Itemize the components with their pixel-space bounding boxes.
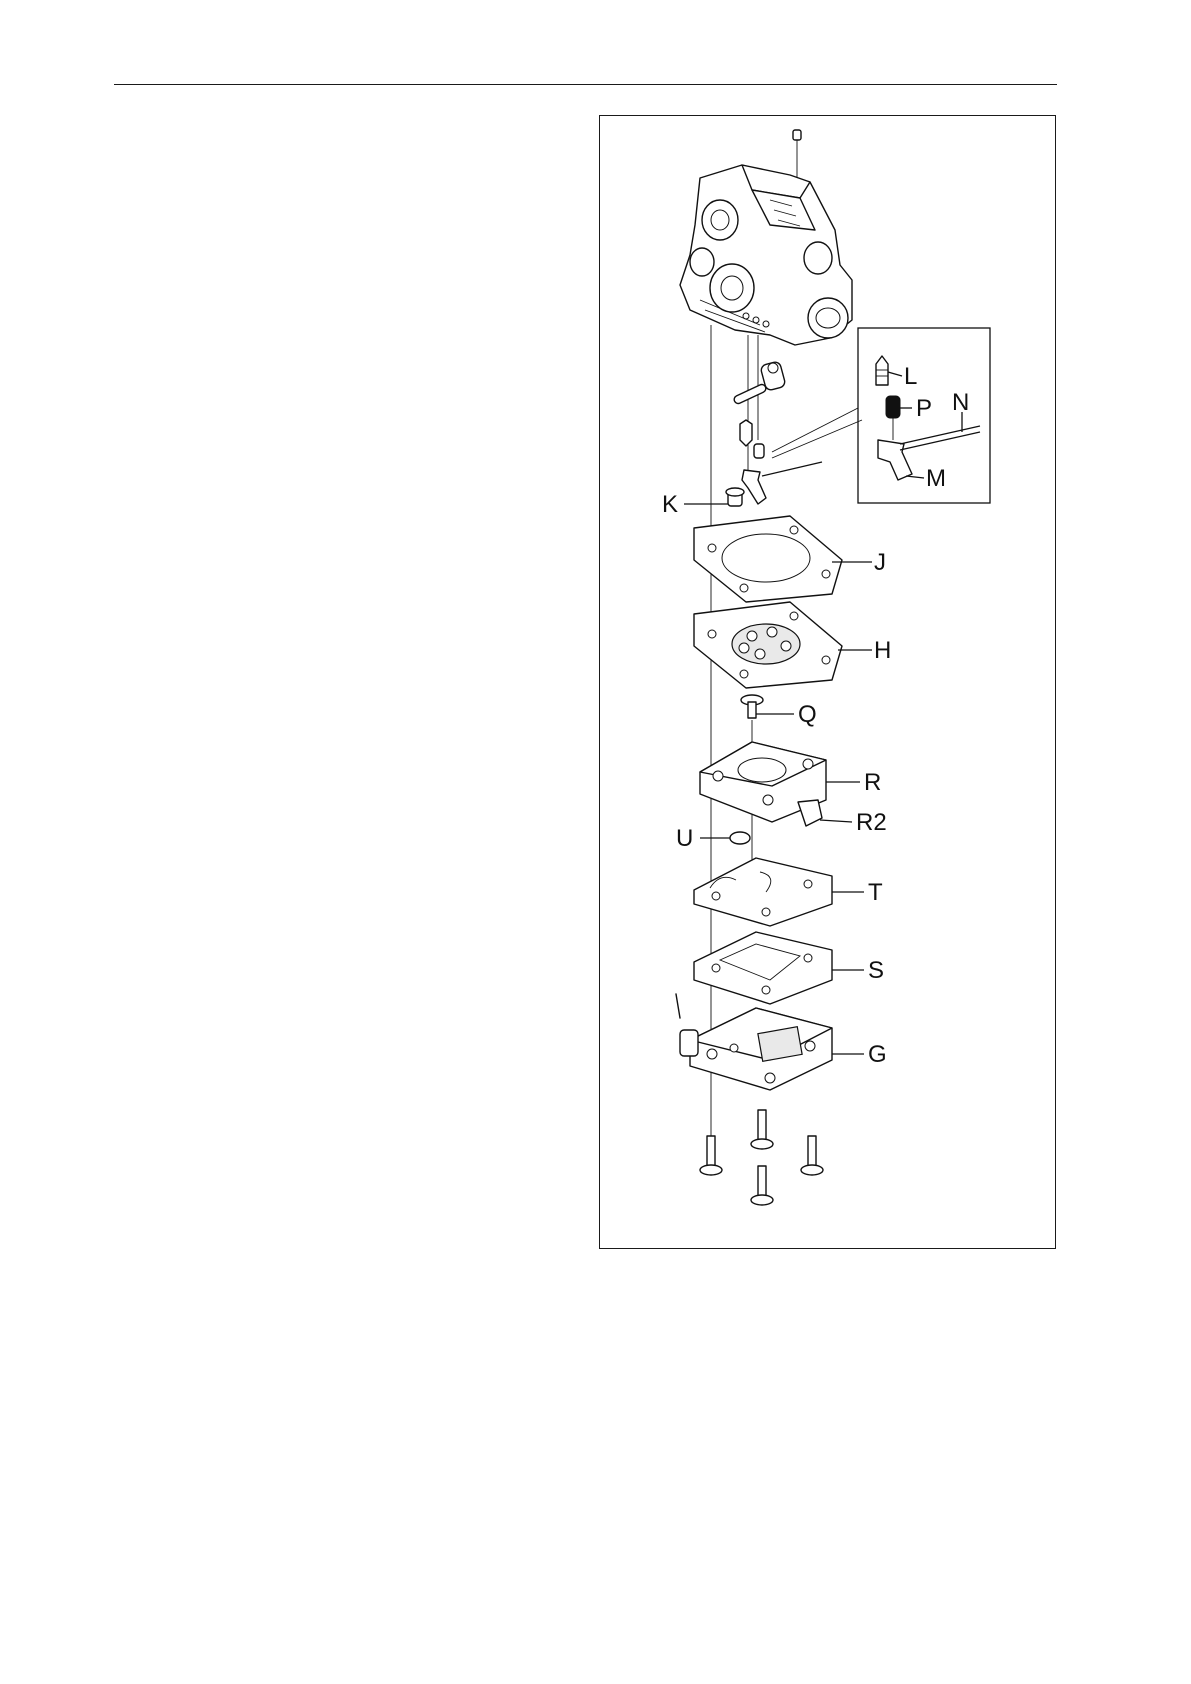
bottom-screw-4 bbox=[751, 1166, 773, 1205]
callout-Q: Q bbox=[798, 701, 817, 728]
diaphragm-H bbox=[694, 602, 842, 688]
inset-needle-L bbox=[876, 356, 888, 385]
needle-lever-pin bbox=[733, 383, 767, 405]
lever-spring bbox=[754, 444, 764, 458]
leader-L bbox=[888, 372, 902, 376]
needle-lever bbox=[742, 462, 822, 504]
callout-K: K bbox=[662, 491, 678, 518]
inset-pointer-line bbox=[772, 408, 858, 452]
callout-M: M bbox=[926, 465, 946, 492]
inset-lever-M bbox=[878, 440, 912, 480]
inset-spring-P bbox=[886, 396, 900, 418]
callout-P: P bbox=[916, 395, 932, 422]
callout-N: N bbox=[952, 389, 969, 416]
callout-H: H bbox=[874, 637, 891, 664]
seal-U bbox=[730, 832, 750, 844]
callout-S: S bbox=[868, 957, 884, 984]
bottom-screw-1 bbox=[700, 1136, 722, 1175]
carburetor-body bbox=[680, 165, 852, 345]
leader-M bbox=[906, 476, 924, 478]
bottom-screw-3 bbox=[801, 1136, 823, 1175]
gasket-J bbox=[694, 516, 842, 602]
gasket-T bbox=[694, 858, 832, 926]
screw-K bbox=[726, 488, 744, 506]
gasket-S bbox=[694, 932, 832, 1004]
callout-G: G bbox=[868, 1041, 887, 1068]
callout-R2: R2 bbox=[856, 809, 887, 836]
callout-L: L bbox=[904, 363, 917, 390]
callout-U: U bbox=[676, 825, 693, 852]
callout-J: J bbox=[874, 549, 886, 576]
inset-pin-N bbox=[900, 426, 980, 450]
callout-R: R bbox=[864, 769, 881, 796]
callout-T: T bbox=[868, 879, 883, 906]
inlet-needle bbox=[740, 420, 752, 446]
top-screw bbox=[793, 130, 801, 140]
pump-base-G bbox=[676, 994, 832, 1090]
inset-pointer-line-2 bbox=[772, 420, 862, 458]
leader-R2 bbox=[820, 820, 852, 822]
bottom-screw-2 bbox=[751, 1110, 773, 1149]
adjuster-R2 bbox=[798, 800, 822, 826]
